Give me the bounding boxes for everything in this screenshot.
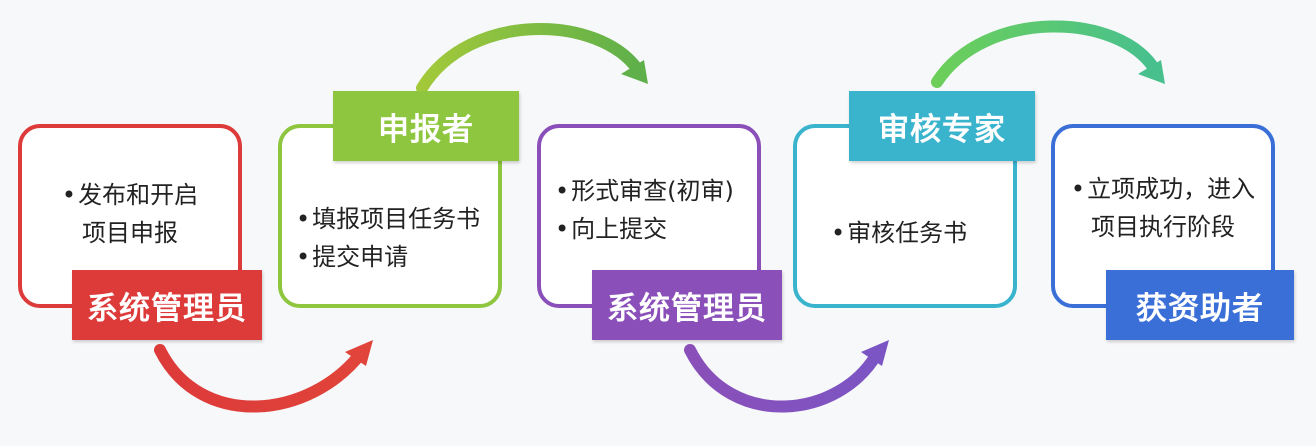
step4-item: 审核任务书 xyxy=(831,214,967,252)
step2-item: 提交申请 xyxy=(296,238,480,276)
step1-item: 项目申报 xyxy=(82,219,178,247)
step1-items: 发布和开启 项目申报 xyxy=(22,176,238,252)
step5-items: 立项成功，进入 项目执行阶段 xyxy=(1055,170,1271,246)
step2-item: 填报项目任务书 xyxy=(296,200,480,238)
step5-item: 立项成功，进入 xyxy=(1055,170,1271,208)
step3-role-label: 系统管理员 xyxy=(592,270,782,340)
step5-role-label: 获资助者 xyxy=(1106,270,1294,340)
arrow-step3-to-step4 xyxy=(684,340,889,413)
step4-items: 审核任务书 xyxy=(831,214,967,252)
step1-role-label: 系统管理员 xyxy=(72,270,262,340)
step1-item: 发布和开启 xyxy=(22,176,238,214)
arrow-step1-to-step2 xyxy=(154,340,373,413)
step3-item: 形式审查(初审) xyxy=(555,172,734,210)
step4-role-label: 审核专家 xyxy=(849,91,1035,161)
step2-items: 填报项目任务书 提交申请 xyxy=(296,200,480,276)
step3-item: 向上提交 xyxy=(555,210,734,248)
step5-item: 项目执行阶段 xyxy=(1091,213,1235,241)
arrow-step2-to-step3 xyxy=(416,23,648,94)
step2-role-label: 申报者 xyxy=(333,91,519,161)
step3-items: 形式审查(初审) 向上提交 xyxy=(555,172,734,248)
arrow-step4-to-step5 xyxy=(931,20,1165,88)
